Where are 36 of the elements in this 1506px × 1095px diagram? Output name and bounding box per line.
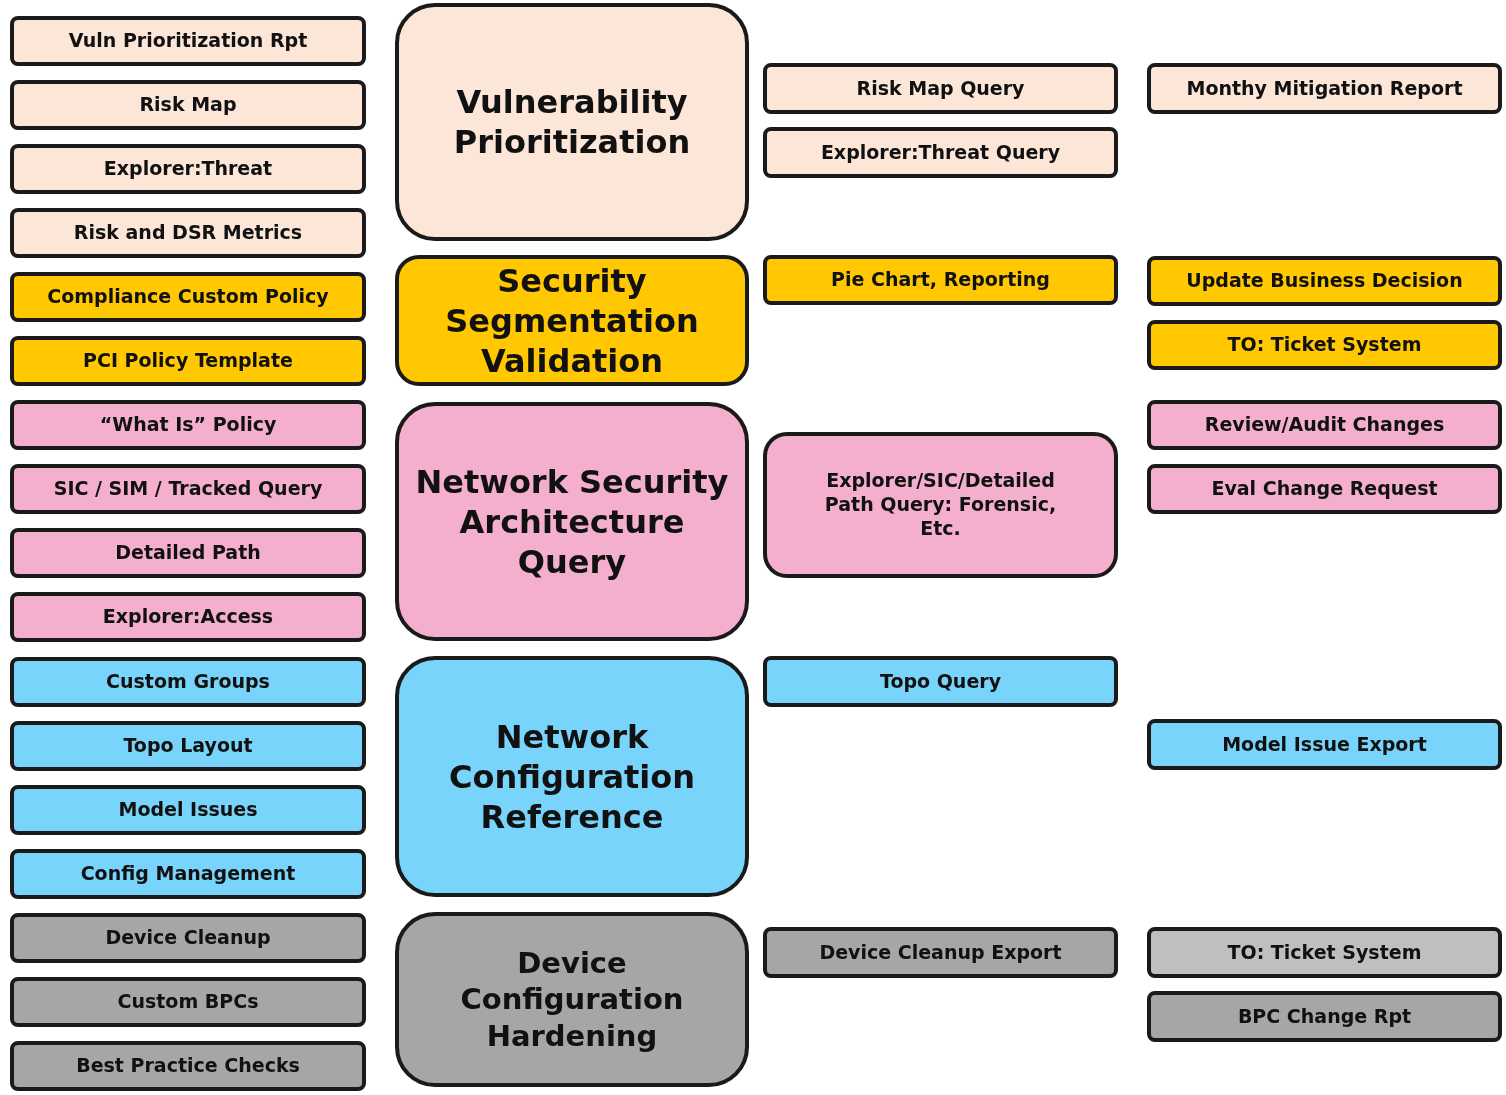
label-box: Explorer/SIC/Detailed Path Query: Forensic, Etc. [763,432,1118,578]
label-box: Detailed Path [10,528,366,578]
label-box: Custom Groups [10,657,366,707]
label-box: BPC Change Rpt [1147,991,1502,1042]
label-box: Vuln Prioritization Rpt [10,16,366,66]
label-box: Device Cleanup Export [763,927,1118,978]
label-box: Custom BPCs [10,977,366,1027]
label-box: Topo Layout [10,721,366,771]
label-box: Topo Query [763,656,1118,707]
label-box: Explorer:Access [10,592,366,642]
label-box: Best Practice Checks [10,1041,366,1091]
category-box: Network Configuration Reference [395,656,749,897]
label-box: Compliance Custom Policy [10,272,366,322]
category-box: Security Segmentation Validation [395,255,749,386]
category-box: Device Configuration Hardening [395,912,749,1087]
label-box: Config Management [10,849,366,899]
label-box: Explorer:Threat Query [763,127,1118,178]
label-box: Risk and DSR Metrics [10,208,366,258]
label-box: TO: Ticket System [1147,927,1502,978]
label-box: Pie Chart, Reporting [763,255,1118,305]
category-box: Network Security Architecture Query [395,402,749,641]
label-box: TO: Ticket System [1147,320,1502,370]
label-box: SIC / SIM / Tracked Query [10,464,366,514]
label-box: Eval Change Request [1147,464,1502,514]
category-box: Vulnerability Prioritization [395,3,749,241]
label-box: Model Issues [10,785,366,835]
label-box: Review/Audit Changes [1147,400,1502,450]
label-box: Monthy Mitigation Report [1147,63,1502,114]
label-box: PCI Policy Template [10,336,366,386]
label-box: “What Is” Policy [10,400,366,450]
label-box: Risk Map [10,80,366,130]
label-box: Explorer:Threat [10,144,366,194]
label-box: Update Business Decision [1147,256,1502,306]
label-box: Risk Map Query [763,63,1118,114]
label-box: Model Issue Export [1147,719,1502,770]
label-box: Device Cleanup [10,913,366,963]
